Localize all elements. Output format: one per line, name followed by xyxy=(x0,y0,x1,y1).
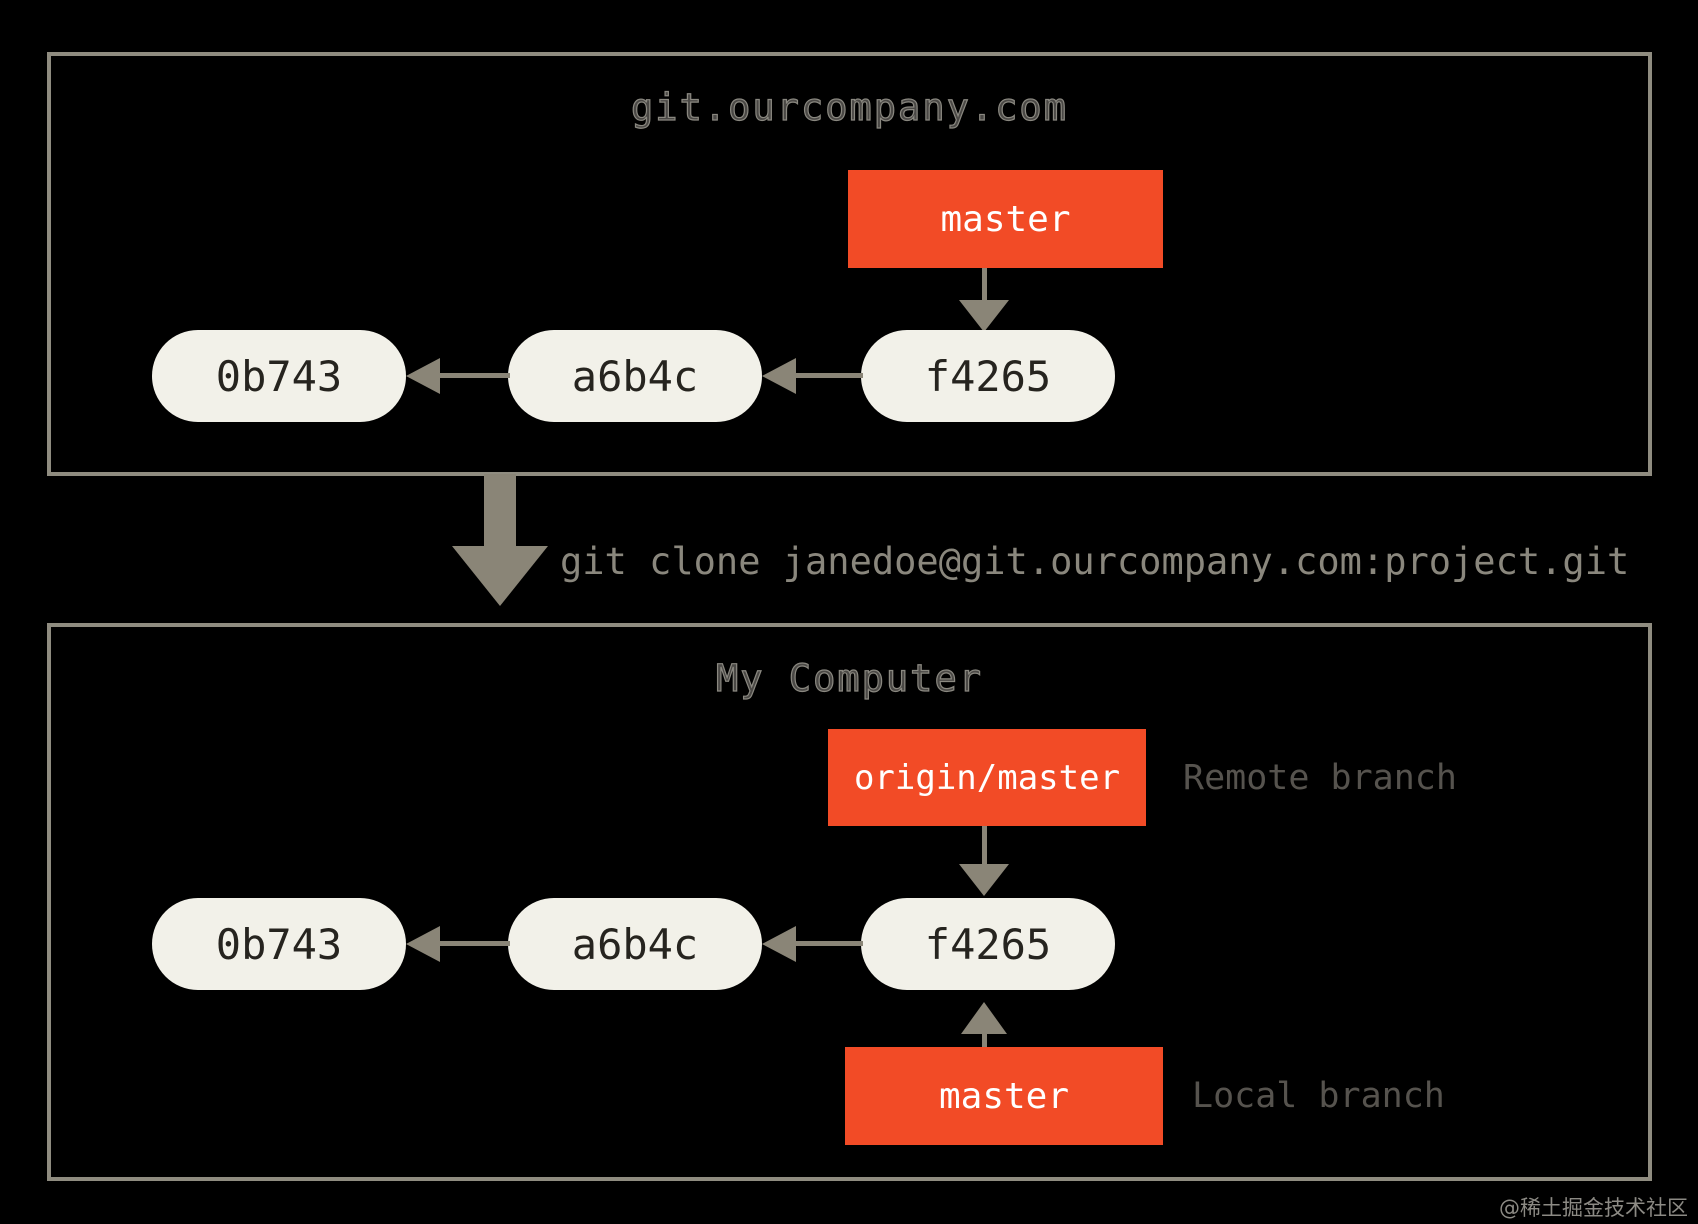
commit-node: f4265 xyxy=(861,330,1115,422)
commit-node: a6b4c xyxy=(508,330,762,422)
commit-node: f4265 xyxy=(861,898,1115,990)
arrow-shaft xyxy=(794,373,863,378)
origin-master-badge: origin/master xyxy=(828,729,1146,826)
arrow-shaft xyxy=(438,373,510,378)
arrow-shaft xyxy=(982,1030,987,1047)
my-computer-box xyxy=(47,623,1652,1181)
commit-node: a6b4c xyxy=(508,898,762,990)
arrow-left-icon xyxy=(762,926,796,962)
remote-server-box xyxy=(47,52,1652,476)
arrow-left-icon xyxy=(762,358,796,394)
watermark: @稀土掘金技术社区 xyxy=(1499,1196,1688,1220)
clone-command-label: git clone janedoe@git.ourcompany.com:pro… xyxy=(560,540,1630,583)
arrow-shaft xyxy=(982,268,987,306)
my-computer-title: My Computer xyxy=(715,656,984,700)
clone-arrow-down-icon xyxy=(452,546,548,606)
remote-master-badge: master xyxy=(848,170,1163,268)
arrow-left-icon xyxy=(406,358,440,394)
remote-server-title: git.ourcompany.com xyxy=(630,85,1068,129)
local-master-badge: master xyxy=(845,1047,1163,1145)
arrow-down-icon xyxy=(959,300,1009,332)
arrow-shaft xyxy=(982,826,987,868)
arrow-down-icon xyxy=(959,864,1009,896)
arrow-shaft xyxy=(794,941,863,946)
clone-arrow-shaft xyxy=(484,474,516,548)
local-branch-note: Local branch xyxy=(1192,1076,1445,1116)
arrow-left-icon xyxy=(406,926,440,962)
arrow-shaft xyxy=(438,941,510,946)
arrow-up-icon xyxy=(961,1002,1007,1034)
remote-branch-note: Remote branch xyxy=(1183,757,1457,798)
commit-node: 0b743 xyxy=(152,898,406,990)
commit-node: 0b743 xyxy=(152,330,406,422)
